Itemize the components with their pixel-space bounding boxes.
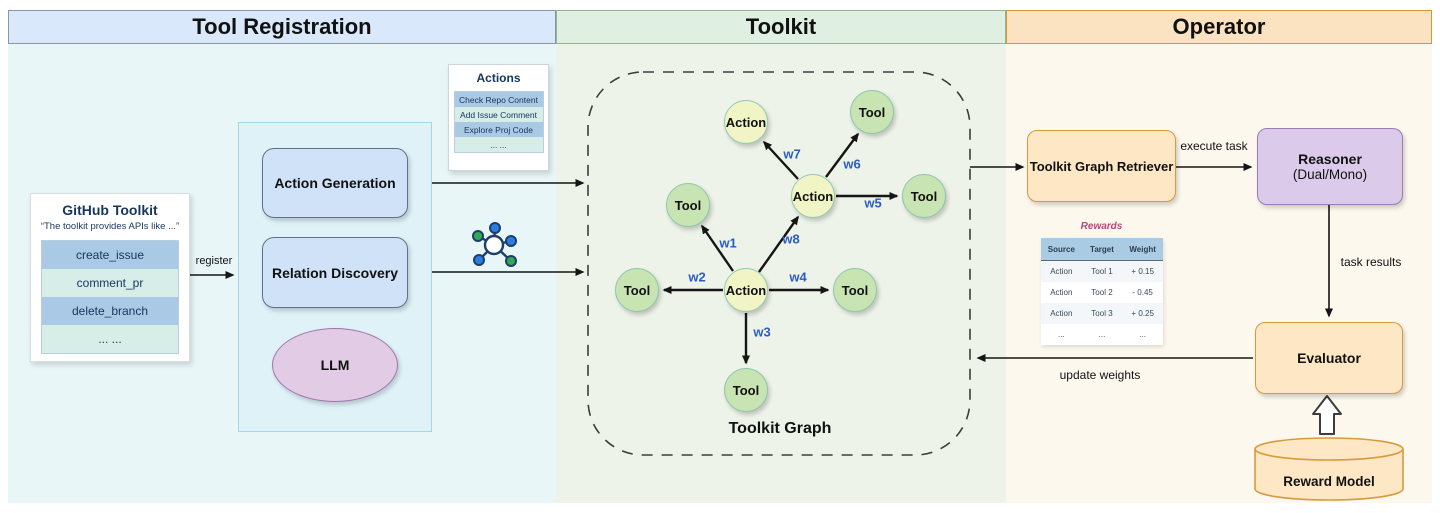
api-row: ... ... [42,325,178,353]
api-row: delete_branch [42,297,178,325]
edge-weight-label: w7 [783,146,801,162]
github-toolkit-title: GitHub Toolkit [62,202,158,218]
toolkit-graph-caption: Toolkit Graph [728,420,832,437]
relation-discovery-box: Relation Discovery [262,237,408,308]
action-generation-box: Action Generation [262,148,408,218]
edge-weight-label: w1 [719,235,737,251]
reasoner-title: Reasoner [1298,151,1362,167]
action-row: Check Repo Content [454,92,543,107]
rewards-table-title: Rewards [1080,221,1123,232]
actions-panel: Actions Check Repo Content Add Issue Com… [448,64,549,171]
rewards-cell: - 0.45 [1132,288,1153,297]
graph-node-tool: Tool [724,368,768,412]
rewards-cell: + 0.15 [1131,267,1154,276]
github-toolkit-api-list: create_issue comment_pr delete_branch ..… [41,240,179,354]
rewards-header-target: Target [1081,238,1123,261]
section-header-operator: Operator [1006,10,1432,44]
action-row: ... ... [454,137,543,152]
evaluator-box: Evaluator [1255,322,1403,394]
reasoner-subtitle: (Dual/Mono) [1292,167,1368,182]
toolkit-graph-retriever-box: Toolkit Graph Retriever [1027,130,1176,202]
actions-panel-title: Actions [476,71,521,85]
rewards-row: Action Tool 3 + 0.25 [1041,303,1163,324]
rewards-cell: Tool 2 [1091,288,1113,297]
graph-node-tool: Tool [615,268,659,312]
graph-node-tool: Tool [850,90,894,134]
reasoner-box: Reasoner (Dual/Mono) [1257,128,1403,205]
rewards-table: Source Target Weight Action Tool 1 + 0.1… [1041,238,1163,345]
section-header-tool-registration: Tool Registration [8,10,556,44]
rewards-header-row: Source Target Weight [1041,238,1163,261]
rewards-row: Action Tool 2 - 0.45 [1041,282,1163,303]
rewards-cell: + 0.25 [1131,309,1154,318]
graph-node-action: Action [724,100,768,144]
rewards-header-weight: Weight [1122,238,1163,261]
rewards-header-source: Source [1041,238,1082,261]
graph-node-tool: Tool [666,183,710,227]
execute-task-label: execute task [1180,139,1248,153]
github-toolkit-subtitle: “The toolkit provides APIs like ...” [40,221,180,232]
edge-weight-label: w4 [789,269,807,285]
api-row: comment_pr [42,269,178,297]
graph-node-action: Action [791,174,835,218]
graph-node-tool: Tool [833,268,877,312]
graph-node-tool: Tool [902,174,946,218]
section-header-toolkit: Toolkit [556,10,1006,44]
rewards-cell: Action [1050,288,1073,297]
api-row: create_issue [42,241,178,269]
rewards-cell: ... [1057,330,1065,339]
reward-model-label: Reward Model [1283,474,1375,489]
rewards-row: ... ... ... [1041,324,1163,345]
action-row: Add Issue Comment [454,107,543,122]
rewards-row: Action Tool 1 + 0.15 [1041,260,1163,282]
github-toolkit-panel: GitHub Toolkit “The toolkit provides API… [30,193,190,362]
action-row: Explore Proj Code [454,122,543,137]
edge-weight-label: w3 [753,324,771,340]
edge-weight-label: w2 [688,269,706,285]
rewards-cell: Tool 3 [1091,309,1113,318]
rewards-cell: Action [1050,309,1073,318]
rewards-cell: ... [1098,330,1106,339]
rewards-cell: ... [1139,330,1146,339]
register-arrow-label: register [195,255,233,267]
edge-weight-label: w8 [782,231,800,247]
llm-ellipse: LLM [272,328,398,402]
edge-weight-label: w5 [864,195,882,211]
rewards-cell: Action [1050,267,1073,276]
graph-node-action: Action [724,268,768,312]
edge-weight-label: w6 [843,156,861,172]
actions-list: Check Repo Content Add Issue Comment Exp… [453,91,544,153]
rewards-cell: Tool 1 [1091,267,1113,276]
task-results-label: task results [1340,255,1402,269]
update-weights-label: update weights [1059,368,1141,382]
